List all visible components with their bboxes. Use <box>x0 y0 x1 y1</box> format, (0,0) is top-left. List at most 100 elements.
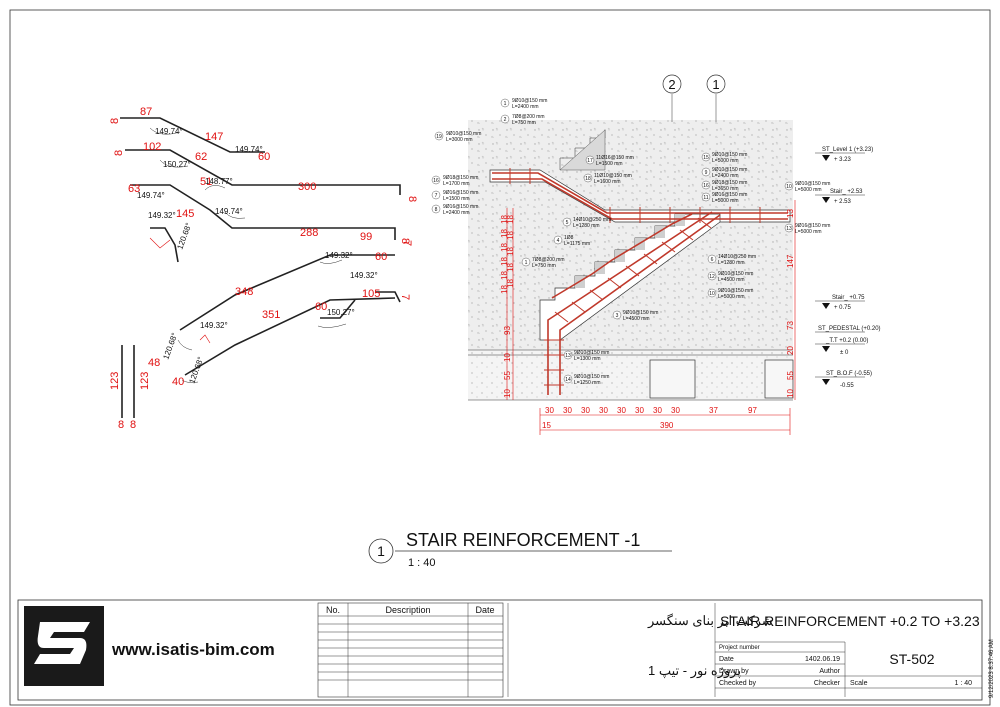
svg-text:L=3000 mm: L=3000 mm <box>446 137 473 143</box>
view-number: 1 <box>377 543 385 559</box>
level-marker: Stair_ +2.53 + 2.53 <box>815 189 865 205</box>
dim-23: 8 <box>109 118 121 124</box>
vdim-17: 147 <box>786 254 795 268</box>
svg-text:± 0: ± 0 <box>840 350 849 356</box>
vdim-4: 18 <box>500 257 509 266</box>
svg-text:L=5000 mm: L=5000 mm <box>795 187 822 193</box>
svg-text:L=1700 mm: L=1700 mm <box>443 181 470 187</box>
checked-by-label: Checked by <box>719 680 756 687</box>
revision-date-header: Date <box>475 605 494 615</box>
svg-text:3: 3 <box>616 313 619 319</box>
dim-9: 145 <box>176 208 194 220</box>
dim-19: 123 <box>109 372 121 390</box>
scale-label: Scale <box>850 680 868 687</box>
section-horizontal-dims: 30 30 30 30 30 30 30 30 37 97 15 390 <box>542 406 757 430</box>
grid-bubble-1 <box>706 74 726 94</box>
stair-section: 2 1 <box>468 74 796 435</box>
hdim-9: 37 <box>709 406 718 415</box>
svg-text:10: 10 <box>786 184 792 190</box>
angle-5: 149.74° <box>137 191 165 200</box>
view-title-text: STAIR REINFORCEMENT -1 <box>406 530 640 550</box>
svg-text:14Ø10@250 mm: 14Ø10@250 mm <box>573 217 611 223</box>
checked-by-value: Checker <box>814 680 841 687</box>
svg-text:16: 16 <box>433 178 439 184</box>
dim-13: 348 <box>235 286 253 298</box>
grid-label-1: 1 <box>712 77 719 92</box>
level-marker: ST_B.O.F (-0.55) -0.55 <box>815 371 872 389</box>
svg-text:9Ø10@150 mm: 9Ø10@150 mm <box>718 271 753 277</box>
svg-text:13: 13 <box>565 353 571 359</box>
svg-text:8: 8 <box>435 207 438 213</box>
angle-14: 120.68° <box>187 356 205 385</box>
svg-text:7Ø8@200 mm: 7Ø8@200 mm <box>512 114 545 120</box>
svg-text:ST_Level 1 (+3.23): ST_Level 1 (+3.23) <box>822 147 873 153</box>
svg-text:Stair_ +2.53: Stair_ +2.53 <box>830 189 863 195</box>
angle-9: 149.32° <box>325 251 353 260</box>
svg-text:2: 2 <box>504 117 507 123</box>
level-markers: ST_Level 1 (+3.23) + 3.23 Stair_ +2.53 +… <box>815 147 881 389</box>
svg-text:+ 3.23: + 3.23 <box>834 157 852 163</box>
angle-2: 149.74° <box>235 145 263 154</box>
svg-text:L=750 mm: L=750 mm <box>512 120 536 126</box>
svg-text:_T.T +0.2 (0.00): _T.T +0.2 (0.00) <box>825 338 868 344</box>
dim-25: 8 <box>406 196 418 202</box>
vdim-15: 10 <box>503 389 512 398</box>
vdim-16: 13 <box>786 209 795 218</box>
svg-text:L=5000 mm: L=5000 mm <box>795 229 822 235</box>
vdim-8: 18 <box>506 231 515 240</box>
vdim-3: 18 <box>500 243 509 252</box>
svg-text:+ 2.53: + 2.53 <box>834 199 852 205</box>
vdim-21: 10 <box>786 389 795 398</box>
dim-7: 300 <box>298 181 316 193</box>
date-value: 1402.06.19 <box>805 656 840 663</box>
hdim-8: 30 <box>671 406 680 415</box>
dim-1: 87 <box>140 106 152 118</box>
vdim-18: 73 <box>786 321 795 330</box>
svg-text:L=2400 mm: L=2400 mm <box>443 210 470 216</box>
level-marker: _T.T +0.2 (0.00) ± 0 <box>815 338 868 356</box>
sheet-title: STAIR REINFORCEMENT +0.2 TO +3.23 <box>720 613 980 629</box>
svg-text:5: 5 <box>566 220 569 226</box>
svg-text:9Ø18@150 mm: 9Ø18@150 mm <box>712 180 747 186</box>
bar-dimensions: 87 147 60 102 62 51 300 63 145 288 99 60… <box>109 106 418 431</box>
angle-13: 120.68° <box>161 332 179 361</box>
bar-angles: 149.74° 149.74° 150.27° 148.77° 149.74° … <box>137 127 378 385</box>
dim-17: 48 <box>148 357 160 369</box>
view-scale: 1 : 40 <box>408 557 436 569</box>
svg-text:L=5000 mm: L=5000 mm <box>718 294 745 300</box>
hdim-11: 15 <box>542 421 551 430</box>
vdim-2: 18 <box>500 229 509 238</box>
vdim-20: 55 <box>786 371 795 380</box>
svg-text:L=1280 mm: L=1280 mm <box>573 223 600 229</box>
svg-text:L=3650 mm: L=3650 mm <box>712 186 739 192</box>
svg-text:1Ø8: 1Ø8 <box>564 235 574 241</box>
section-vertical-dims: 18 18 18 18 18 18 18 18 18 18 18 93 10 5… <box>500 209 795 398</box>
svg-text:ST_B.O.F (-0.55): ST_B.O.F (-0.55) <box>826 371 872 377</box>
svg-text:7Ø8@200 mm: 7Ø8@200 mm <box>532 257 565 263</box>
angle-12: 150.27° <box>327 308 355 317</box>
vdim-9: 18 <box>506 247 515 256</box>
dim-4: 102 <box>143 141 161 153</box>
angle-8: 120.68° <box>175 222 193 251</box>
angle-1: 149.74° <box>155 127 183 136</box>
rebar-note: 8 9Ø16@150 mmL=2400 mm <box>431 204 478 216</box>
revision-description-header: Description <box>385 605 430 615</box>
drawn-by-value: Author <box>819 668 840 675</box>
svg-text:L=4500 mm: L=4500 mm <box>623 316 650 322</box>
svg-text:9Ø18@150 mm: 9Ø18@150 mm <box>443 175 478 181</box>
svg-text:ST_PEDESTAL (+0.20): ST_PEDESTAL (+0.20) <box>818 326 881 332</box>
level-marker: Stair_ +0.75 + 0.75 <box>815 295 865 311</box>
dim-8: 63 <box>128 183 140 195</box>
dim-20: 123 <box>139 372 151 390</box>
rebar-note: 5 14Ø10@250 mmL=1280 mm <box>562 217 611 229</box>
svg-text:9Ø16@150 mm: 9Ø16@150 mm <box>443 204 478 210</box>
rebar-note: 2 7Ø8@200 mmL=750 mm <box>500 114 545 126</box>
hdim-4: 30 <box>599 406 608 415</box>
